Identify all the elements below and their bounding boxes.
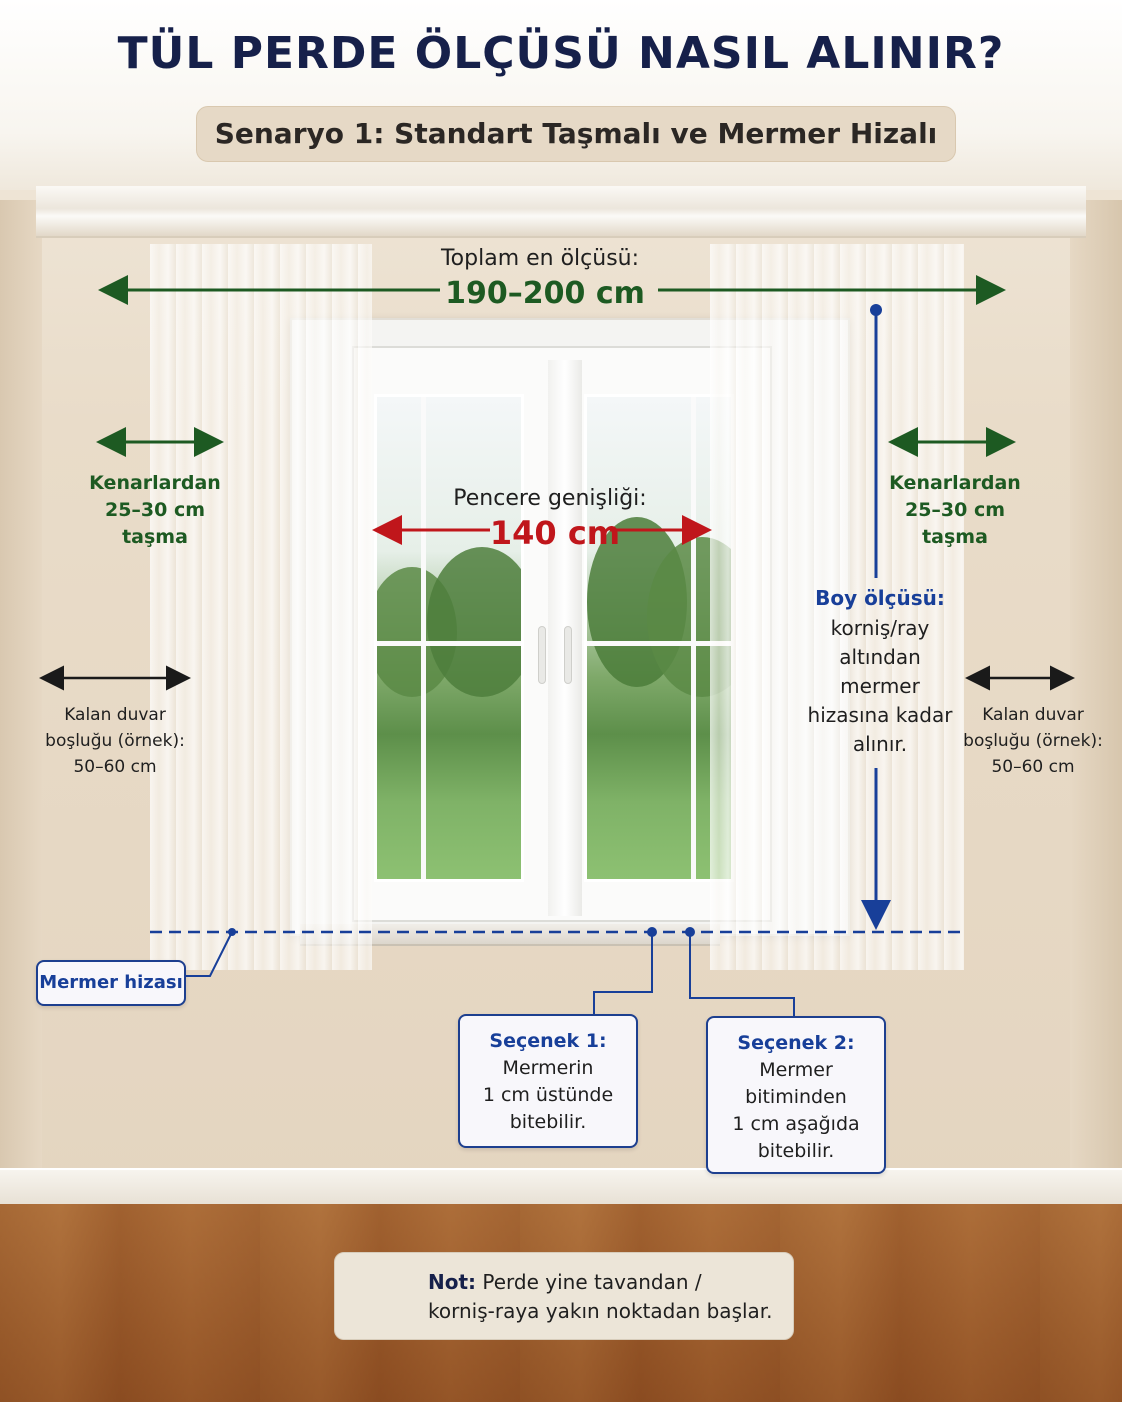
tulle-curtain-left <box>150 244 372 970</box>
note-box <box>334 1252 794 1340</box>
option1-callout: Seçenek 1: Mermerin 1 cm üstünde bitebil… <box>458 1014 638 1148</box>
option1-leader <box>593 932 653 1014</box>
note-text: Not: Perde yine tavandan / korniş-raya y… <box>428 1270 773 1323</box>
option2-leader <box>689 932 795 1016</box>
wall-space-left-label: Kalan duvar boşluğu (örnek): 50–60 cm <box>45 705 185 777</box>
page-title: TÜL PERDE ÖLÇÜSÜ NASIL ALINIR? <box>117 28 1005 79</box>
crown-molding <box>36 186 1086 238</box>
height-title: Boy ölçüsü: <box>815 586 945 610</box>
window-pane-left <box>374 394 524 882</box>
window-handle-left <box>538 626 546 684</box>
option2-callout: Seçenek 2: Mermer bitiminden 1 cm aşağıd… <box>706 1016 886 1174</box>
baseboard <box>0 1168 1122 1206</box>
side-wall-left <box>0 200 42 1200</box>
marble-level-callout: Mermer hizası <box>36 960 186 1006</box>
overhang-left-label: Kenarlardan 25–30 cm taşma <box>89 472 221 548</box>
window-width-label: Pencere genişliği: <box>453 486 647 511</box>
wall-space-right-label: Kalan duvar boşluğu (örnek): 50–60 cm <box>963 705 1103 777</box>
window-handle-right <box>564 626 572 684</box>
marble-sill <box>300 924 720 946</box>
overhang-right-label: Kenarlardan 25–30 cm taşma <box>889 472 1021 548</box>
marble-callout-leader <box>186 931 233 977</box>
subtitle-pill <box>196 106 956 162</box>
subtitle: Senaryo 1: Standart Taşmalı ve Mermer Hi… <box>214 117 938 150</box>
window-width-value: 140 cm <box>489 514 621 552</box>
tulle-curtain-right <box>710 244 964 970</box>
total-width-label: Toplam en ölçüsü: <box>440 246 640 271</box>
height-description: korniş/ray altından mermer hizasına kada… <box>807 616 953 756</box>
side-wall-right <box>1070 200 1122 1200</box>
total-width-value: 190–200 cm <box>445 276 645 311</box>
